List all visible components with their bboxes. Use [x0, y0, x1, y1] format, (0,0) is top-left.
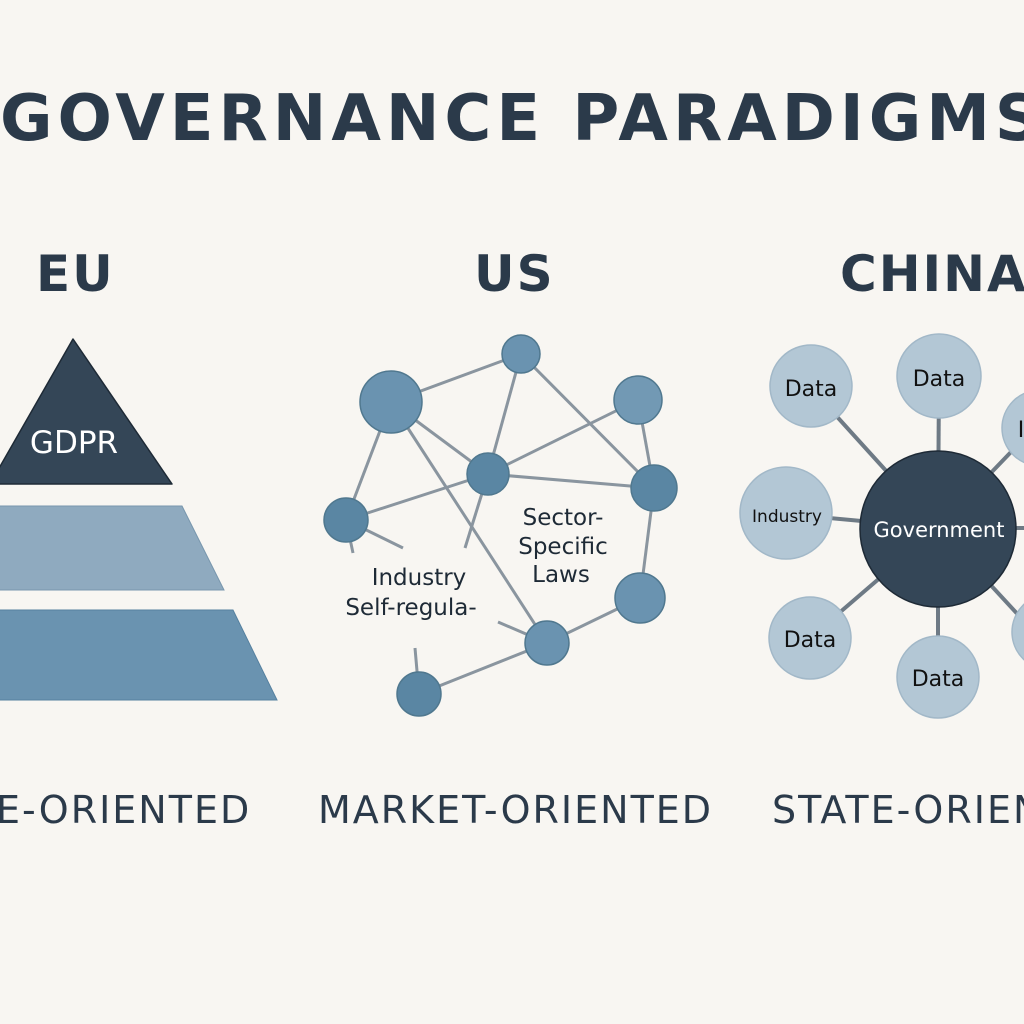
data-label: Data — [785, 377, 838, 402]
specific-label: Specific — [518, 534, 608, 560]
edge — [487, 472, 655, 490]
partial-node — [1001, 392, 1024, 464]
network-node — [524, 620, 570, 666]
laws-label: Laws — [532, 562, 590, 588]
network-node — [614, 572, 666, 624]
pyramid-top — [0, 338, 173, 485]
network-node — [630, 464, 678, 512]
data-label: Data — [784, 628, 837, 653]
industry-node — [739, 466, 833, 560]
edge — [418, 641, 548, 696]
edge — [389, 401, 549, 644]
network-node — [396, 671, 442, 717]
network-node — [466, 452, 510, 496]
network-node — [359, 370, 423, 434]
us-heading: US — [474, 245, 555, 303]
edge — [487, 398, 639, 476]
pyramid-bottom — [0, 609, 278, 701]
edge — [519, 352, 656, 490]
data-node — [896, 333, 982, 419]
pyramid-middle — [0, 505, 225, 591]
china-heading: CHINA — [840, 245, 1024, 303]
data-node — [768, 596, 852, 680]
government-node — [859, 450, 1017, 608]
industry-label: Industry — [752, 507, 822, 527]
eu-pyramid: GDPR — [0, 338, 278, 701]
eu-heading: EU — [36, 245, 115, 303]
data-node — [896, 635, 980, 719]
data-label: Data — [912, 667, 965, 692]
page-title: GOVERNANCE PARADIGMS — [0, 82, 1024, 156]
partial-label: I — [1018, 418, 1024, 443]
government-label: Government — [874, 518, 1005, 542]
network-node — [323, 497, 369, 543]
data-label: Data — [913, 367, 966, 392]
gdpr-label: GDPR — [30, 425, 118, 461]
china-paradigm: STATE-ORIEN — [772, 788, 1024, 832]
eu-paradigm: E-ORIENTED — [0, 788, 252, 832]
edge — [345, 472, 489, 522]
us-paradigm: MARKET-ORIENTED — [318, 788, 714, 832]
sector-label: Sector- — [523, 505, 604, 531]
partial-node — [1011, 603, 1024, 661]
data-node — [769, 344, 853, 428]
network-node — [613, 375, 663, 425]
self-regulation-label: Self-regula- — [345, 595, 476, 621]
us-nodes — [323, 334, 678, 717]
network-node — [501, 334, 541, 374]
industry-label: Industry — [372, 565, 467, 591]
